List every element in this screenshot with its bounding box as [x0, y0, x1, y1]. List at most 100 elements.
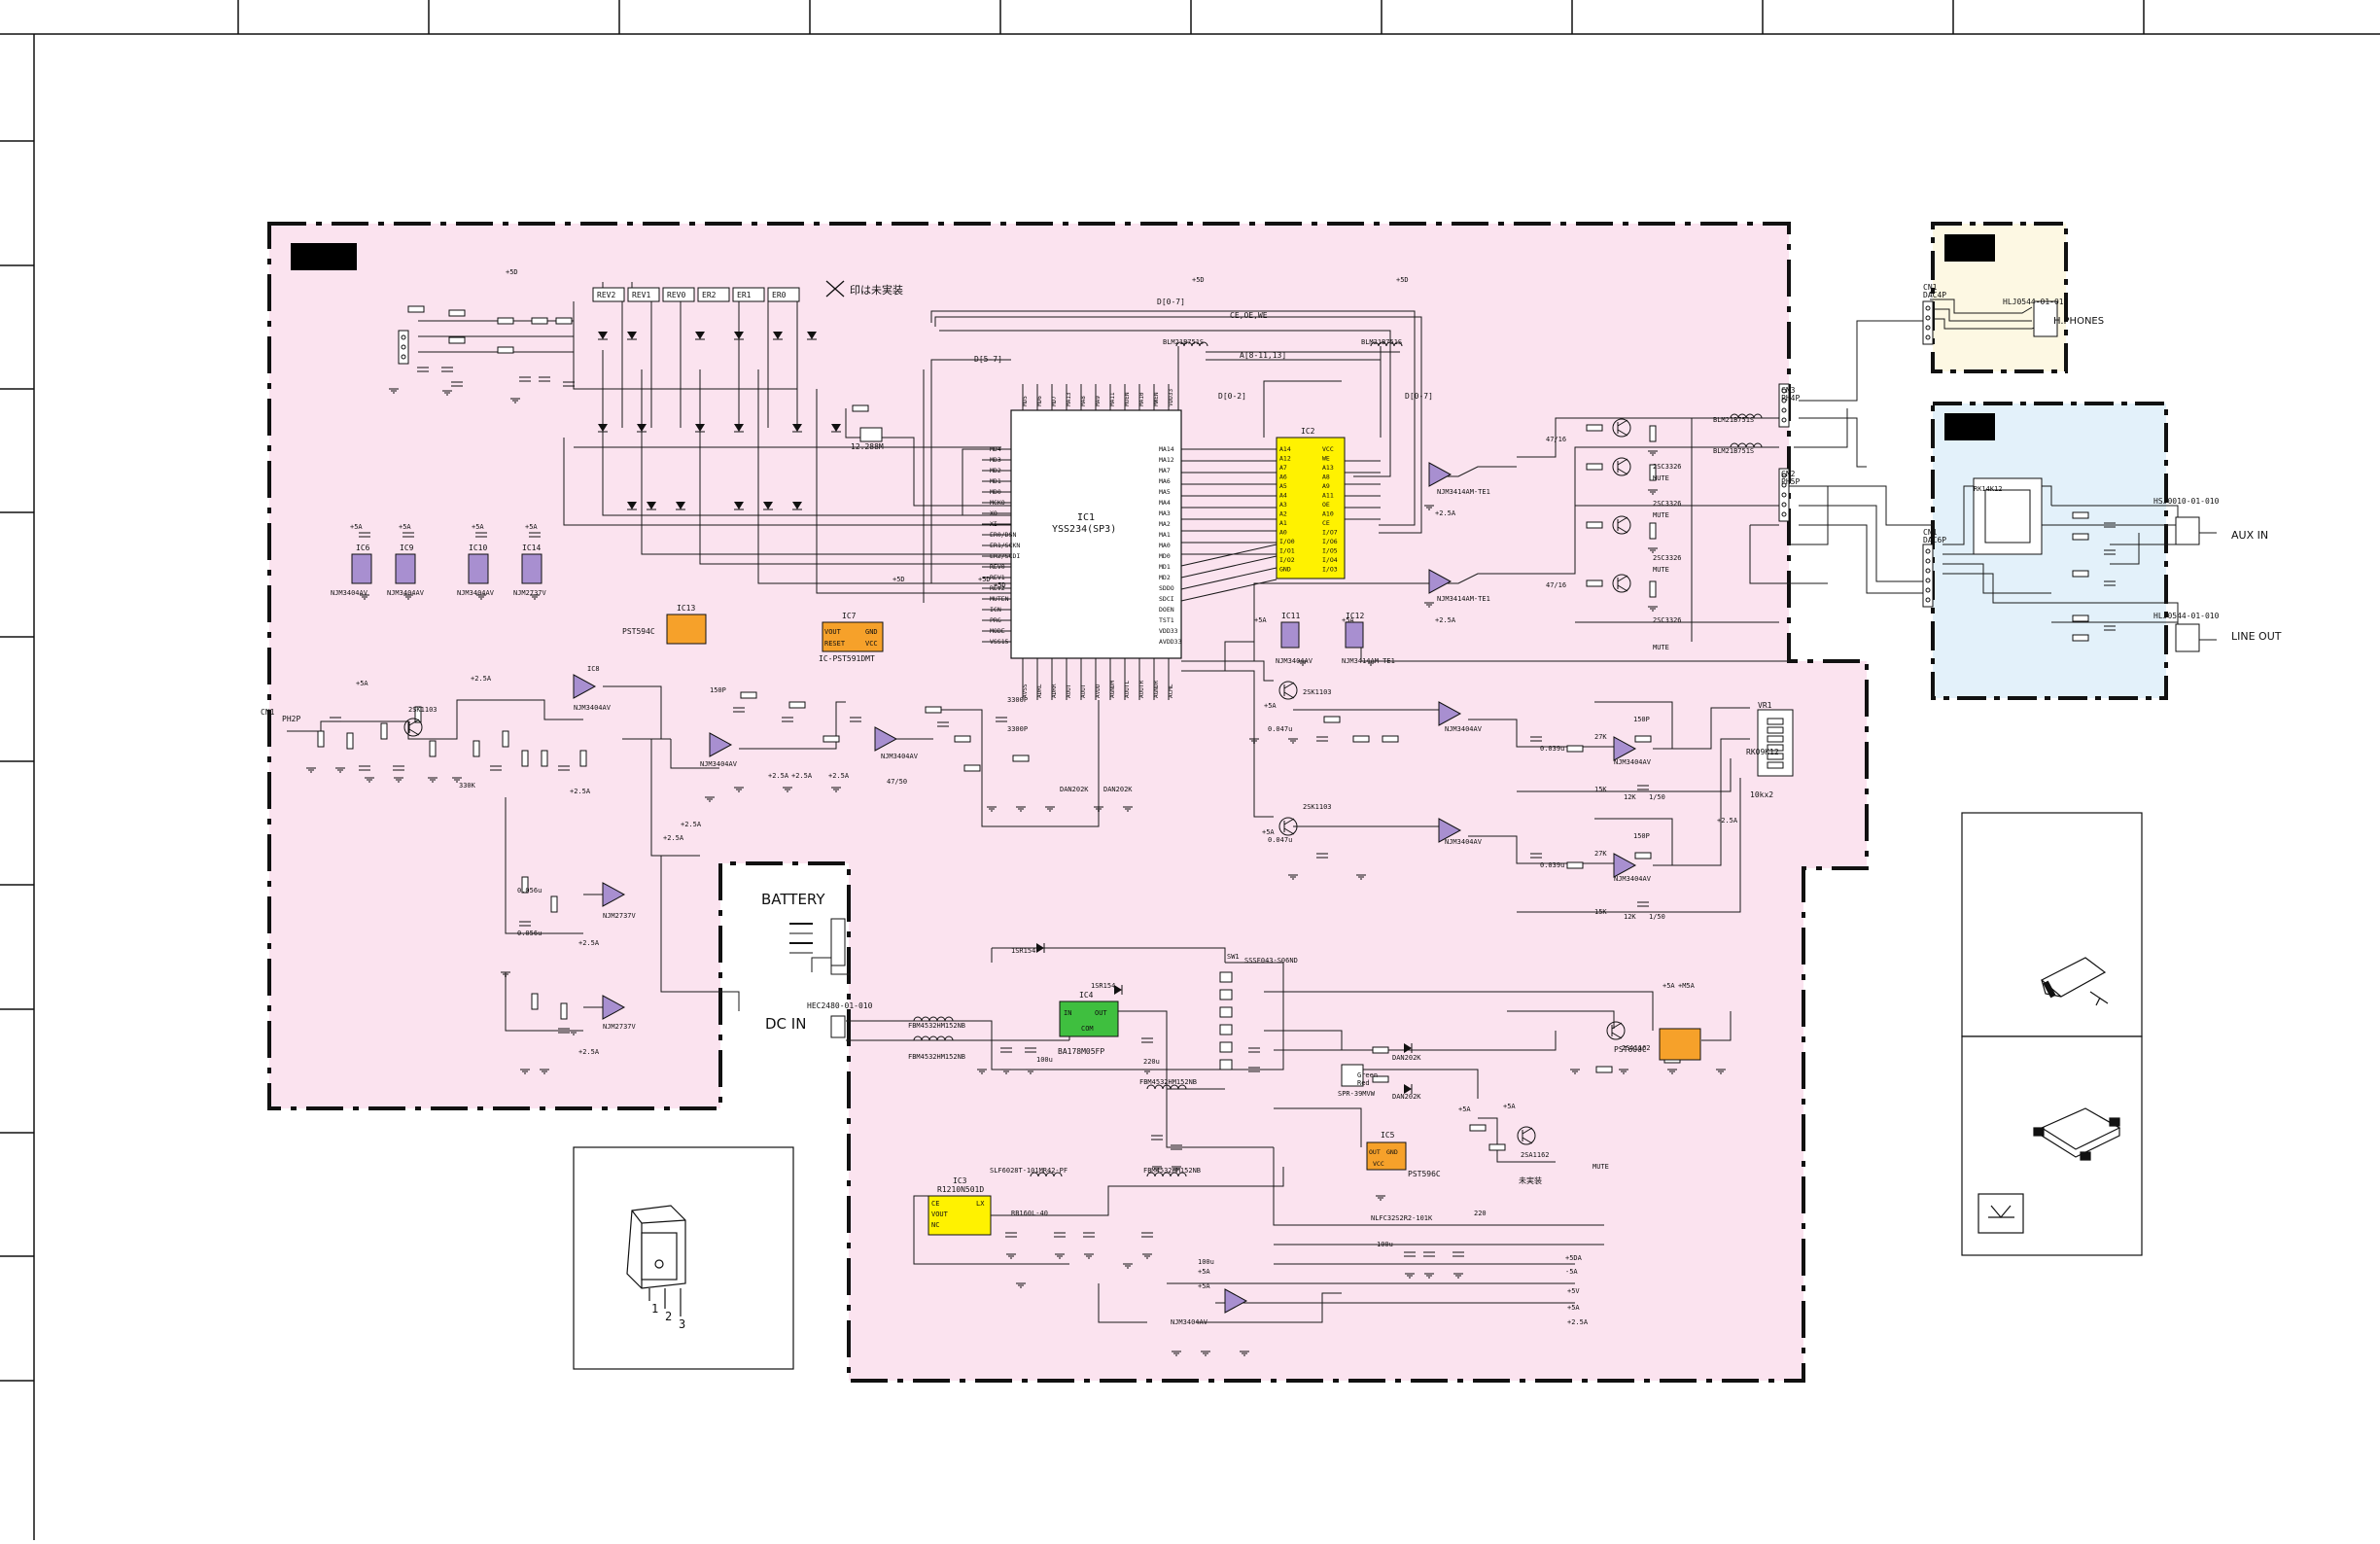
ic1-pin-label: MD6: [1036, 396, 1043, 406]
jack-part: HLJ0544-01-010: [2153, 612, 2220, 620]
ic1-pin-label: AVDD33: [1159, 638, 1182, 646]
mute-label: MUTE: [1653, 644, 1669, 651]
connector-pin: [1925, 597, 1931, 603]
wire: [1196, 1292, 1342, 1323]
ic2-pin-label: I/O6: [1322, 538, 1338, 545]
ic1-pin-label: REV2: [990, 584, 1005, 592]
signal-tag-label: REV1: [632, 291, 650, 299]
resistor: [497, 317, 514, 325]
ic1-pin-label: VDD33: [1159, 627, 1178, 635]
ic-pin-labels: MD4MD3MD2MD1MD0MCKOXOXIER0/DSNER1/SCKNER…: [990, 389, 1398, 1168]
ic1-pin-label: XI: [990, 520, 998, 528]
wire: [1273, 1147, 1604, 1226]
transistor: [403, 718, 423, 737]
resistor: [1323, 716, 1341, 723]
rail-label: +5A: [350, 523, 363, 531]
ic3-pin: NC: [931, 1221, 939, 1229]
board-title-bar: [1944, 234, 1995, 262]
opamp-part: NJM3404AV: [1171, 1318, 1208, 1326]
value-label: 12K: [1624, 913, 1636, 921]
wire: [1594, 701, 1673, 749]
wire: [1225, 962, 1284, 1070]
ic2-pin-label: CE: [1322, 519, 1330, 527]
wire: [933, 700, 1100, 827]
resistor: [1767, 744, 1784, 752]
wire: [1264, 991, 1654, 1031]
resistor: [1566, 745, 1584, 753]
ic1-pin-label: MD3: [990, 456, 1001, 464]
wire: [913, 1195, 1069, 1265]
value-label: 330K: [459, 782, 476, 790]
opamp-part: NJM3414AM-TE1: [1342, 657, 1395, 665]
ic1-pin-label: ADRR: [1051, 684, 1058, 698]
resistor: [822, 735, 840, 743]
resistor: [1634, 735, 1652, 743]
pin-number: 3: [679, 1317, 685, 1331]
ic13-ref: IC13: [677, 604, 695, 613]
cn1-aux-connector: [1922, 544, 1934, 608]
resistor: [788, 701, 806, 709]
value-label: 220: [1474, 1210, 1487, 1217]
ic2-pin-label: I/O7: [1322, 529, 1338, 537]
ic3-pin: VOUT: [931, 1211, 949, 1218]
ic1-pin-label: MD0: [990, 488, 1001, 496]
inductor: [1030, 1172, 1063, 1177]
ic1-pin-label: REV1: [990, 574, 1005, 581]
ic5-part: PST596C: [1408, 1170, 1441, 1178]
ic1-pin-label: MCKO: [990, 499, 1005, 507]
rail-label: +5D: [1192, 276, 1205, 284]
resistor: [1767, 735, 1784, 743]
opamp-part: NJM3404AV: [331, 589, 368, 597]
ic4-ref: IC4: [1079, 991, 1094, 1000]
wire: [602, 350, 1011, 516]
resistor: [1586, 463, 1603, 471]
opamp-symbol: [874, 726, 898, 752]
wire: [1942, 563, 2051, 594]
crystal-label: 12.288M: [851, 442, 884, 451]
signal-tag-label: ER2: [702, 291, 717, 299]
pin-number: 2: [665, 1310, 672, 1323]
connector-pin: [1781, 482, 1787, 488]
ic2-pin-label: VCC: [1322, 445, 1334, 453]
wire: [1749, 525, 1828, 584]
wire: [650, 739, 700, 857]
ic6-opamp: [351, 553, 372, 584]
wire: [1930, 298, 2033, 314]
connector-pin: [1925, 558, 1931, 564]
ic1-pin-label: AOUT: [1080, 684, 1087, 698]
rail-label: +5A: [1264, 702, 1277, 710]
dc-jack-part: HEC2480-01-010: [807, 1001, 873, 1010]
ic1-pin-label: TST1: [1159, 616, 1174, 624]
jack-part: HSJ0010-01-010: [2153, 497, 2220, 506]
diode: [1114, 985, 1122, 995]
ic13-reset-ic: [666, 614, 707, 645]
aux-volume-inner: [1984, 489, 2031, 544]
connector-pin: [1781, 473, 1787, 478]
opamp-part: NJM3414AM-TE1: [1437, 488, 1490, 496]
ic2-pin-label: A3: [1279, 501, 1287, 509]
resistor: [579, 750, 587, 767]
resistor: [1586, 521, 1603, 529]
connector-pin: [1925, 315, 1931, 321]
ic1-pin-label: MD0: [1159, 552, 1171, 560]
wire: [930, 310, 1416, 526]
diode: [734, 502, 744, 509]
diode-label: DAN202K: [1060, 786, 1089, 793]
rail-label: +M5A: [1678, 982, 1696, 990]
ic1-pin-label: MD5: [1022, 396, 1029, 406]
transistor: [408, 728, 420, 736]
value-label: 47/50: [887, 778, 907, 786]
value-label: 100u: [1036, 1056, 1053, 1064]
rail-label: -5A: [1565, 1268, 1578, 1276]
transistor-array: [398, 330, 409, 365]
choke-label: FBM4532HM152NB: [1139, 1078, 1197, 1086]
ic5-pin-label: VCC: [1373, 1160, 1384, 1168]
value-label: 15K: [1594, 786, 1607, 793]
diode-label: DAN202K: [1103, 786, 1133, 793]
resistor: [1767, 726, 1784, 734]
resistor: [1649, 522, 1657, 540]
ic5-pin-label: OUT: [1369, 1148, 1381, 1156]
resistor: [1372, 1075, 1389, 1083]
connector-pin: [1925, 568, 1931, 574]
